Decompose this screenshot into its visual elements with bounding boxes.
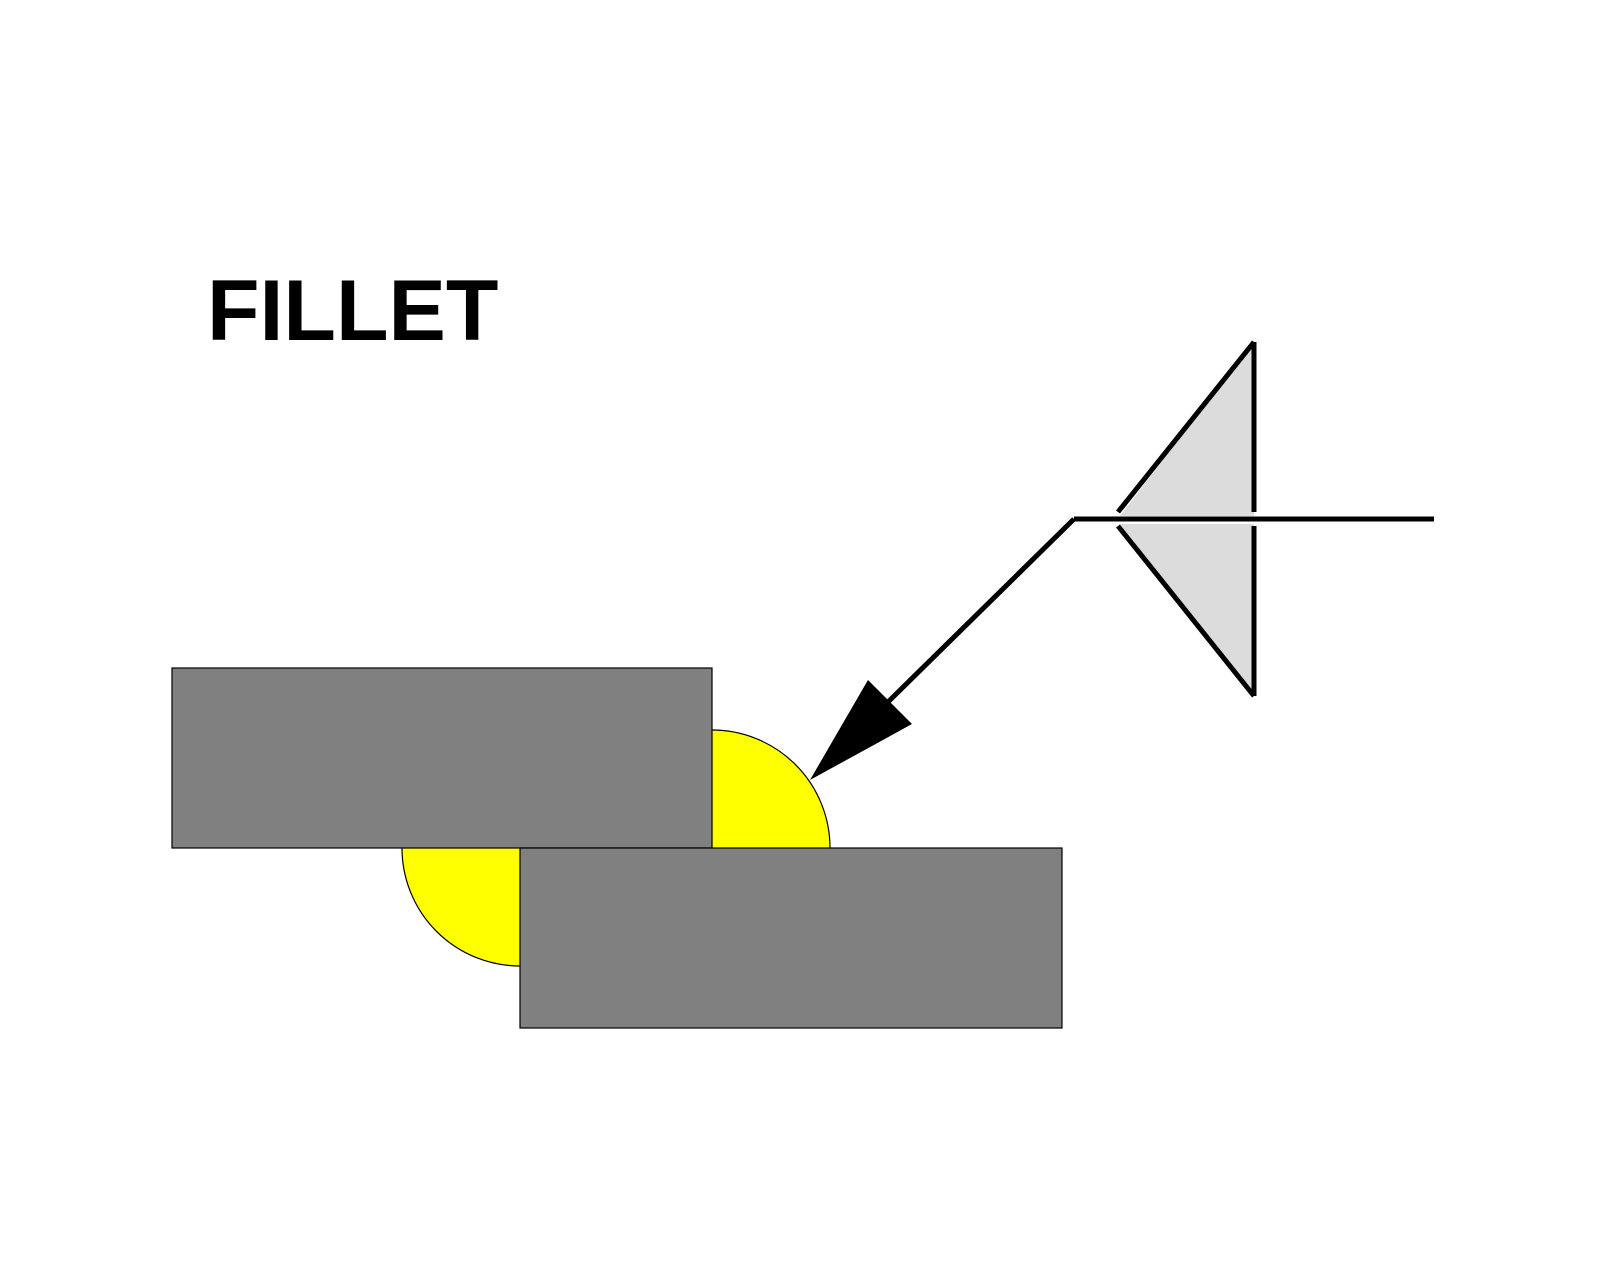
upper-plate	[172, 668, 712, 848]
weld-symbol-upper-hyp	[1116, 340, 1256, 514]
fillet-weld-both-sides-symbol	[1116, 340, 1257, 698]
arrow-head-icon	[810, 680, 912, 780]
upper-plate-outline	[171, 667, 713, 849]
lower-plate	[520, 848, 1062, 1028]
weld-bead-bottom	[402, 848, 520, 966]
leader-line	[886, 517, 1076, 704]
weld-symbol-lower-hyp	[1116, 524, 1256, 698]
weld-bead-top	[712, 730, 830, 848]
weld-bead-top-outline	[711, 729, 831, 849]
page-title: FILLET	[207, 263, 498, 359]
weld-bead-bottom-outline	[401, 847, 521, 967]
lower-plate-outline	[519, 847, 1063, 1029]
